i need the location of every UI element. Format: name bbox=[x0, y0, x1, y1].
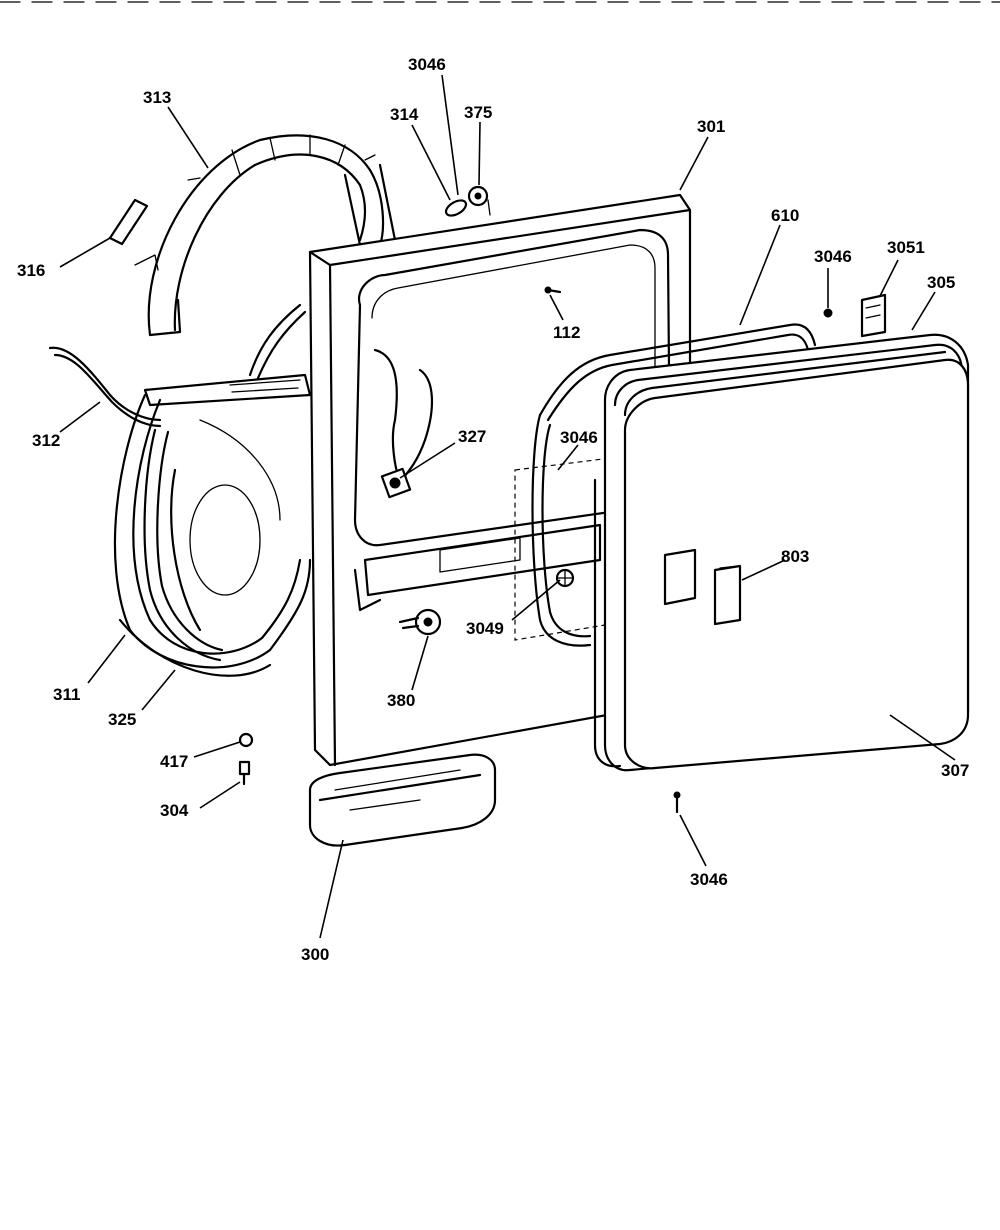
callout-3049: 3049 bbox=[466, 619, 504, 638]
callout-610: 610 bbox=[771, 206, 799, 225]
callout-375: 375 bbox=[464, 103, 492, 122]
lower-bulkhead-311 bbox=[113, 373, 312, 677]
screw-112 bbox=[544, 286, 562, 294]
callout-417: 417 bbox=[160, 752, 188, 771]
strip-316 bbox=[108, 198, 149, 246]
clip-314-375 bbox=[444, 185, 491, 217]
callout-380: 380 bbox=[387, 691, 415, 710]
latch-327 bbox=[373, 348, 434, 499]
callout-325: 325 bbox=[108, 710, 136, 729]
callout-803: 803 bbox=[781, 547, 809, 566]
callout-3046-hinge: 3046 bbox=[814, 247, 852, 266]
callout-311: 311 bbox=[53, 685, 80, 704]
callout-301: 301 bbox=[697, 117, 725, 136]
seal-325 bbox=[143, 428, 224, 662]
toe-kick-300 bbox=[308, 753, 497, 847]
hinge-3051 bbox=[823, 293, 887, 338]
callout-316: 316 bbox=[17, 261, 45, 280]
handle-803 bbox=[663, 548, 742, 626]
fastener-417 bbox=[238, 732, 254, 748]
door-seal-610 bbox=[514, 323, 817, 647]
callout-labels: 3046 313 314 375 301 610 316 3046 3051 3… bbox=[17, 55, 969, 964]
callout-3046-top: 3046 bbox=[408, 55, 446, 74]
callout-300: 300 bbox=[301, 945, 329, 964]
callout-314: 314 bbox=[390, 105, 419, 124]
switch-380 bbox=[398, 608, 442, 636]
callout-3046-bottom: 3046 bbox=[690, 870, 728, 889]
callout-112: 112 bbox=[553, 323, 580, 342]
leader-lines bbox=[59, 74, 956, 939]
callout-305: 305 bbox=[927, 273, 955, 292]
callout-3051: 3051 bbox=[887, 238, 925, 257]
callout-3046-mid: 3046 bbox=[560, 428, 598, 447]
callout-307: 307 bbox=[941, 761, 969, 780]
outer-door-307 bbox=[593, 333, 970, 772]
screw-3046-bottom bbox=[673, 791, 681, 814]
screw-304 bbox=[238, 760, 251, 786]
plunger-3049 bbox=[555, 568, 575, 588]
callout-327: 327 bbox=[458, 427, 486, 446]
callout-312: 312 bbox=[32, 431, 60, 450]
callout-304: 304 bbox=[160, 801, 189, 820]
callout-313: 313 bbox=[143, 88, 171, 107]
wire-harness-312 bbox=[48, 303, 307, 428]
